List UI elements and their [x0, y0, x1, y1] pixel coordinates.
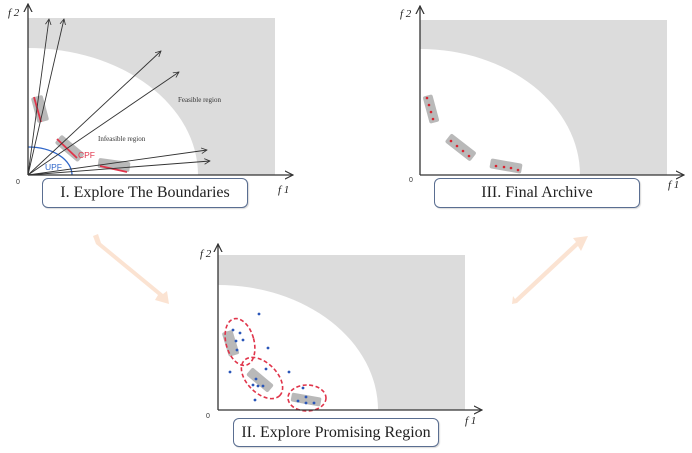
cluster-ellipse	[224, 317, 256, 367]
x-axis-label: f 1	[465, 415, 476, 427]
solution-dot	[231, 328, 235, 332]
panel-explore-boundaries: f 2 f 1 0 Feasible region Infeasible reg…	[8, 4, 293, 196]
solution-dot	[429, 110, 433, 114]
y-axis-label: f 2	[8, 7, 20, 19]
panel-explore-promising: f 2 f 1 0	[200, 244, 482, 427]
archive-segment	[489, 158, 523, 174]
archive-segment	[445, 134, 476, 161]
flow-arrow-i-to-ii	[93, 234, 169, 304]
cluster-ellipse	[287, 384, 327, 412]
direction-vector	[27, 19, 64, 176]
solution-dot	[312, 401, 316, 405]
solution-dot	[304, 401, 308, 405]
solution-dot	[431, 117, 435, 121]
flow-arrow-ii-to-iii	[512, 236, 588, 304]
step-label-explore-boundaries: I. Explore The Boundaries	[42, 178, 248, 208]
direction-vector	[27, 72, 179, 176]
solution-dot	[241, 338, 245, 342]
solution-dot	[494, 164, 498, 168]
promising-segment	[222, 330, 240, 357]
solution-dot	[234, 339, 238, 343]
feasible-region-label: Feasible region	[178, 96, 221, 104]
solution-dot	[425, 96, 429, 100]
upf-curve	[27, 146, 73, 176]
origin-label: 0	[409, 177, 413, 184]
archive-solutions	[425, 96, 520, 172]
direction-vector	[27, 150, 207, 176]
y-axis-label: f 2	[400, 8, 412, 20]
solution-dot	[461, 149, 465, 153]
promising-segment	[246, 367, 274, 393]
x-axis-label: f 1	[668, 179, 679, 191]
solution-dot	[304, 395, 308, 399]
panel-final-archive: f 2 f 1 0	[400, 6, 684, 191]
x-axis-label: f 1	[278, 184, 289, 196]
solution-dot	[228, 370, 232, 374]
solution-dot	[287, 370, 291, 374]
solution-dot	[301, 386, 305, 390]
solution-dot	[256, 384, 260, 388]
step-label-explore-promising: II. Explore Promising Region	[233, 418, 439, 447]
solution-dot	[296, 399, 300, 403]
solution-dot	[266, 346, 270, 350]
cpf-label: CPF	[78, 150, 95, 160]
cpf-segment	[33, 96, 42, 123]
upf-label: UPF	[45, 162, 62, 172]
solution-dot	[516, 168, 520, 172]
solution-dot	[253, 398, 257, 402]
solution-dot	[261, 384, 265, 388]
direction-vector	[27, 161, 210, 176]
solution-dot	[449, 139, 453, 143]
solution-dot	[509, 166, 513, 170]
cpf-segment	[99, 165, 128, 173]
direction-vector	[27, 51, 161, 176]
solution-dot	[455, 144, 459, 148]
solution-dot	[235, 348, 239, 352]
y-axis-label: f 2	[200, 248, 212, 260]
step-label-text: I. Explore The Boundaries	[60, 184, 230, 201]
solution-dot	[251, 383, 255, 387]
step-label-final-archive: III. Final Archive	[434, 178, 640, 208]
direction-vectors	[27, 19, 210, 176]
origin-label: 0	[206, 413, 210, 420]
solution-dot	[502, 165, 506, 169]
solution-dot	[257, 312, 261, 316]
solution-dot	[264, 367, 268, 371]
origin-label: 0	[16, 179, 20, 186]
candidate-solutions	[228, 312, 316, 405]
step-label-text: II. Explore Promising Region	[241, 423, 431, 441]
solution-dot	[467, 154, 471, 158]
infeasible-region-label: Infeasible region	[98, 135, 146, 143]
solution-dot	[238, 331, 242, 335]
step-label-text: III. Final Archive	[481, 184, 593, 201]
archive-segment	[422, 94, 440, 124]
boundary-segment	[55, 135, 84, 162]
direction-vector	[27, 19, 49, 176]
solution-dot	[254, 377, 258, 381]
solution-dot	[427, 103, 431, 107]
cluster-ellipse	[240, 356, 284, 400]
